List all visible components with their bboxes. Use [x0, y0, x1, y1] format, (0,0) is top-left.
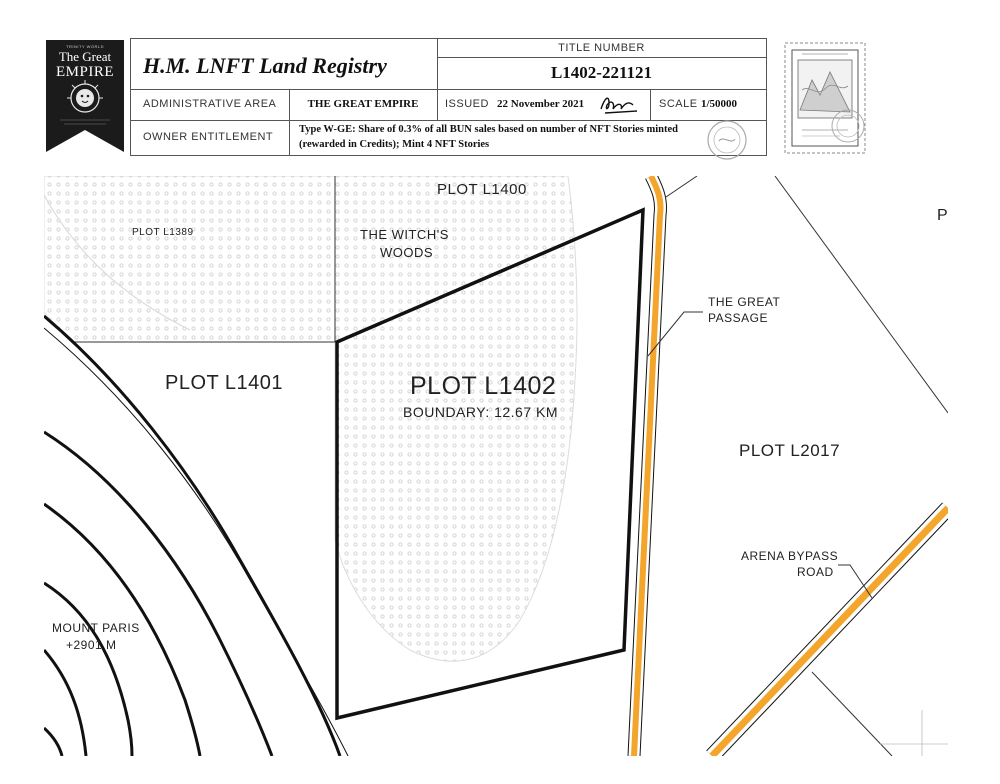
admin-area-value: THE GREAT EMPIRE	[307, 98, 419, 110]
registry-seal-icon	[707, 120, 747, 160]
parcel-line-lower-right	[811, 671, 893, 756]
plot-l1402-boundary[interactable]	[335, 207, 645, 721]
label-plot-l1400: PLOT L1400	[437, 181, 527, 198]
admin-area-label: ADMINISTRATIVE AREA	[143, 98, 277, 110]
label-arena-road-line1: ARENA BYPASS	[741, 549, 839, 563]
label-plot-l2017: PLOT L2017	[739, 441, 841, 460]
banner-small-text: TRINITY WORLD	[66, 44, 104, 49]
label-mount-paris-line1: MOUNT PARIS	[52, 621, 140, 635]
banner-title-line1: The Great	[58, 49, 112, 64]
postage-stamp	[782, 40, 868, 156]
label-great-passage-line1: THE GREAT	[708, 295, 781, 309]
label-plot-l1402: PLOT L1402	[410, 372, 557, 400]
banner-title-line2: EMPIRE	[55, 64, 114, 80]
label-edge-plot: P	[937, 207, 949, 224]
registrar-signature	[600, 97, 638, 114]
issued-value: 22 November 2021	[497, 98, 585, 110]
contour-lines	[44, 314, 349, 756]
label-boundary: BOUNDARY: 12.67 KM	[403, 404, 559, 420]
owner-entitlement-line2: (rewarded in Credits); Mint 4 NFT Storie…	[299, 139, 490, 150]
title-number-label: TITLE NUMBER	[558, 42, 645, 54]
label-great-passage-line2: PASSAGE	[708, 311, 768, 325]
owner-entitlement-line1: Type W-GE: Share of 0.3% of all BUN sale…	[299, 124, 678, 135]
title-number-value: L1402-221121	[550, 63, 653, 82]
label-plot-l1401: PLOT L1401	[165, 372, 284, 394]
label-witch-woods-line2: WOODS	[380, 245, 434, 260]
registry-header-table: H.M. LNFT Land Registry TITLE NUMBER L14…	[130, 38, 767, 160]
scale-value: 1/50000	[701, 98, 738, 110]
scale-label: SCALE	[659, 98, 698, 110]
empire-banner-logo: TRINITY WORLD The Great EMPIRE	[46, 40, 124, 152]
great-passage-leader	[647, 311, 703, 357]
label-mount-paris-line2: +2901 M	[66, 638, 117, 652]
label-plot-l1389: PLOT L1389	[132, 227, 194, 238]
woods-edge-left	[44, 194, 191, 331]
owner-entitlement-label: OWNER ENTITLEMENT	[143, 131, 274, 143]
registry-title: H.M. LNFT Land Registry	[143, 53, 387, 78]
parcel-line-top-right	[665, 176, 698, 198]
arena-road-leader	[838, 564, 873, 599]
parcel-line-l2017-diagonal	[774, 176, 948, 414]
label-arena-road-line2: ROAD	[797, 565, 834, 579]
issued-label: ISSUED	[445, 98, 489, 110]
label-witch-woods-line1: THE WITCH'S	[360, 227, 449, 242]
